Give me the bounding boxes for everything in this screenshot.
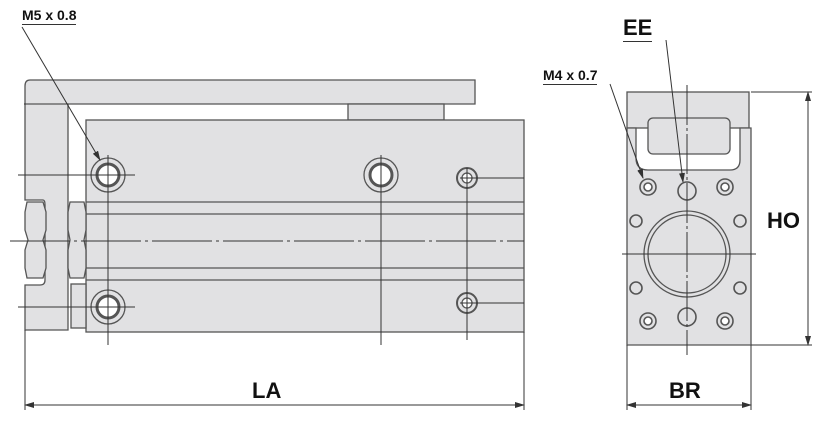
port-callout: EE [623,15,653,42]
side-view [24,79,525,333]
guide-block [347,103,445,121]
width-dimension-label: BR [669,378,701,403]
height-dimension-label: HO [767,208,800,233]
nut-left [24,201,47,279]
cylinder-body [85,119,525,333]
top-plate [24,79,476,331]
end-thread-callout: M4 x 0.7 [543,67,598,85]
length-dimension-label: LA [252,378,282,403]
nut-right [67,201,87,279]
side-thread-callout: M5 x 0.8 [22,7,77,25]
end-view [626,91,752,346]
